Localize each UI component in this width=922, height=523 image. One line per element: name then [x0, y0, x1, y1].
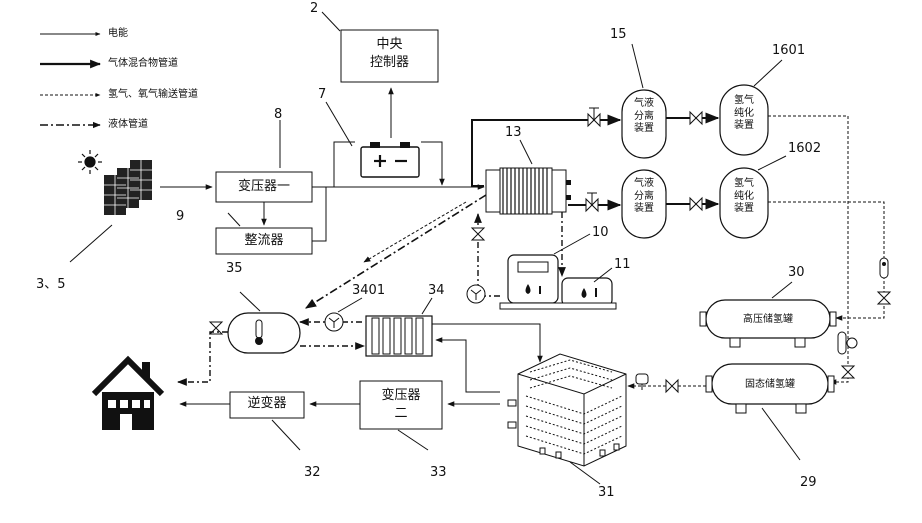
legend-liquid: 液体管道	[108, 120, 148, 130]
legend-electric: 电能	[108, 29, 128, 39]
solid-tank-label: 固态储氢罐	[712, 379, 828, 392]
ref-1601: 1601	[772, 44, 805, 57]
ref-3401: 3401	[352, 284, 385, 297]
ref-10: 10	[592, 226, 609, 239]
ref-15: 15	[610, 28, 627, 41]
battery-icon	[361, 142, 419, 177]
valve-icon	[586, 193, 598, 211]
transformer-two-label: 变压器 二	[360, 387, 442, 422]
separator-1-label: 气液 分离 装置	[622, 98, 666, 136]
ref-8: 8	[274, 108, 282, 121]
heat-exchanger-icon	[366, 316, 432, 356]
gauge-icon	[838, 332, 857, 354]
ref-1602: 1602	[788, 142, 821, 155]
purifier-2-label: 氢气 纯化 装置	[720, 178, 768, 216]
gauge-icon	[636, 374, 648, 390]
fuel-cell-stack-icon	[508, 354, 626, 466]
separator-2-label: 气液 分离 装置	[622, 178, 666, 216]
solar-panel-icon	[70, 150, 152, 262]
valve-icon	[842, 366, 854, 378]
ref-13: 13	[505, 126, 522, 139]
ref-31: 31	[598, 486, 615, 499]
ref-2: 2	[310, 2, 318, 15]
ref-3-5: 3、5	[36, 278, 66, 291]
valve-icon	[690, 198, 702, 210]
ref-35: 35	[226, 262, 243, 275]
water-tank-11-icon	[562, 278, 612, 306]
tank-base	[500, 303, 616, 309]
ref-33: 33	[430, 466, 447, 479]
thermometer-icon	[255, 320, 263, 345]
legend-hydrogen-oxygen: 氢气、氧气输送管道	[108, 90, 198, 100]
water-tank-10-icon	[508, 255, 558, 303]
valve-icon	[666, 380, 678, 392]
transformer-one-label: 变压器一	[216, 180, 312, 193]
electrolyzer-icon	[486, 168, 571, 214]
ref-34: 34	[428, 284, 445, 297]
heat-storage-tank-shape	[228, 313, 300, 353]
pump-icon	[467, 285, 485, 303]
valve-icon	[878, 292, 890, 304]
legend	[40, 34, 100, 125]
valve-icon	[472, 228, 484, 240]
inverter-label: 逆变器	[230, 397, 304, 410]
ref-32: 32	[304, 466, 321, 479]
central-controller-label: 中央 控制器	[341, 36, 438, 71]
ref-11: 11	[614, 258, 631, 271]
valve-icon	[588, 108, 600, 126]
high-pressure-tank-label: 高压储氢罐	[706, 314, 830, 327]
gauge-icon	[880, 258, 888, 278]
legend-gas-mixture: 气体混合物管道	[108, 59, 178, 69]
pump-3401-icon	[325, 313, 343, 331]
rectifier-label: 整流器	[216, 234, 312, 247]
purifier-1-label: 氢气 纯化 装置	[720, 95, 768, 133]
ref-9: 9	[176, 210, 184, 223]
house-icon	[94, 360, 162, 430]
valve-icon	[690, 112, 702, 124]
ref-7: 7	[318, 88, 326, 101]
ref-29: 29	[800, 476, 817, 489]
ref-30: 30	[788, 266, 805, 279]
